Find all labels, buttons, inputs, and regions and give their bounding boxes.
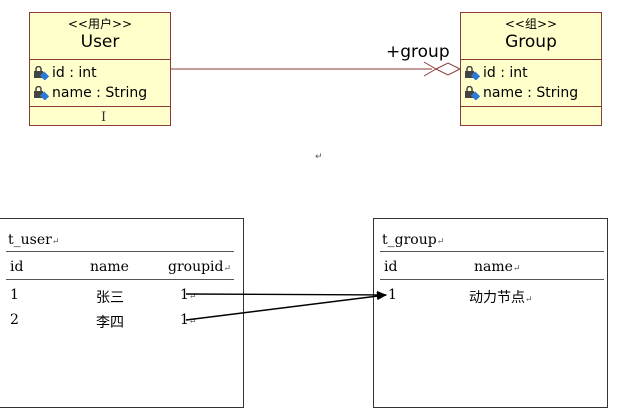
t-user-row1-id: 1 [10,287,19,303]
t-group-table-name: t_group↵ [382,232,445,248]
t-group-title-divider [380,251,604,252]
paragraph-mark: ↵ [188,292,197,302]
text-cursor-icon: I [101,110,107,125]
t-user-header-name: name [90,259,129,275]
foreign-key-arrow [185,292,387,321]
association-role-label: +group [386,42,450,62]
t-user-title-divider [6,251,234,252]
user-class: <<用户>> User id : int name : String [29,12,171,126]
group-attribute-name-text: name : String [483,85,579,101]
private-attribute-icon [465,66,480,80]
user-attribute-id: id : int [30,63,170,83]
user-class-stereotype: <<用户>> [67,17,133,31]
user-class-attributes: id : int name : String [30,60,170,107]
paragraph-mark: ↵ [315,152,323,162]
group-class-stereotype: <<组>> [504,17,558,31]
group-class-header: <<组>> Group [461,13,601,60]
group-class-attributes: id : int name : String [461,60,601,107]
private-attribute-icon [34,86,49,100]
t-user-row2-id: 2 [10,312,19,328]
t-user-header-divider [6,279,234,280]
group-attribute-id: id : int [461,63,601,83]
private-attribute-icon [465,86,480,100]
t-user-row2-name: 李四 [96,315,124,331]
paragraph-mark: ↵ [436,237,445,247]
user-attribute-name-text: name : String [52,85,148,101]
t-group-header-id: id [384,259,398,275]
group-class: <<组>> Group id : int name : String [460,12,602,126]
t-user-header-id: id [10,259,24,275]
t-user-row1-name: 张三 [96,290,124,306]
foreign-key-arrow [185,290,387,299]
paragraph-mark: ↵ [512,264,521,274]
group-attribute-id-text: id : int [483,65,528,81]
paragraph-mark: ↵ [525,295,533,305]
user-class-header: <<用户>> User [30,13,170,60]
private-attribute-icon [34,66,49,80]
t-group-row1-id: 1 [388,287,397,303]
t-group-header-divider [380,279,604,280]
group-attribute-name: name : String [461,83,601,103]
user-attribute-name: name : String [30,83,170,103]
t-group-row1-name: 动力节点↵ [469,290,533,306]
user-attribute-id-text: id : int [52,65,97,81]
group-class-name: Group [505,32,557,52]
paragraph-mark: ↵ [188,317,197,327]
t-user-row1-groupid: 1↵ [180,287,197,303]
aggregation-diamond-icon [434,62,462,76]
t-group-table: t_group↵ id name↵ 1 动力节点↵ [373,218,608,408]
paragraph-mark: ↵ [223,264,232,274]
t-user-row2-groupid: 1↵ [180,312,197,328]
paragraph-mark: ↵ [51,237,60,247]
t-user-table-name: t_user↵ [8,232,60,248]
t-user-header-groupid: groupid↵ [168,259,232,275]
t-group-header-name: name↵ [474,259,521,275]
user-class-name: User [80,32,120,52]
